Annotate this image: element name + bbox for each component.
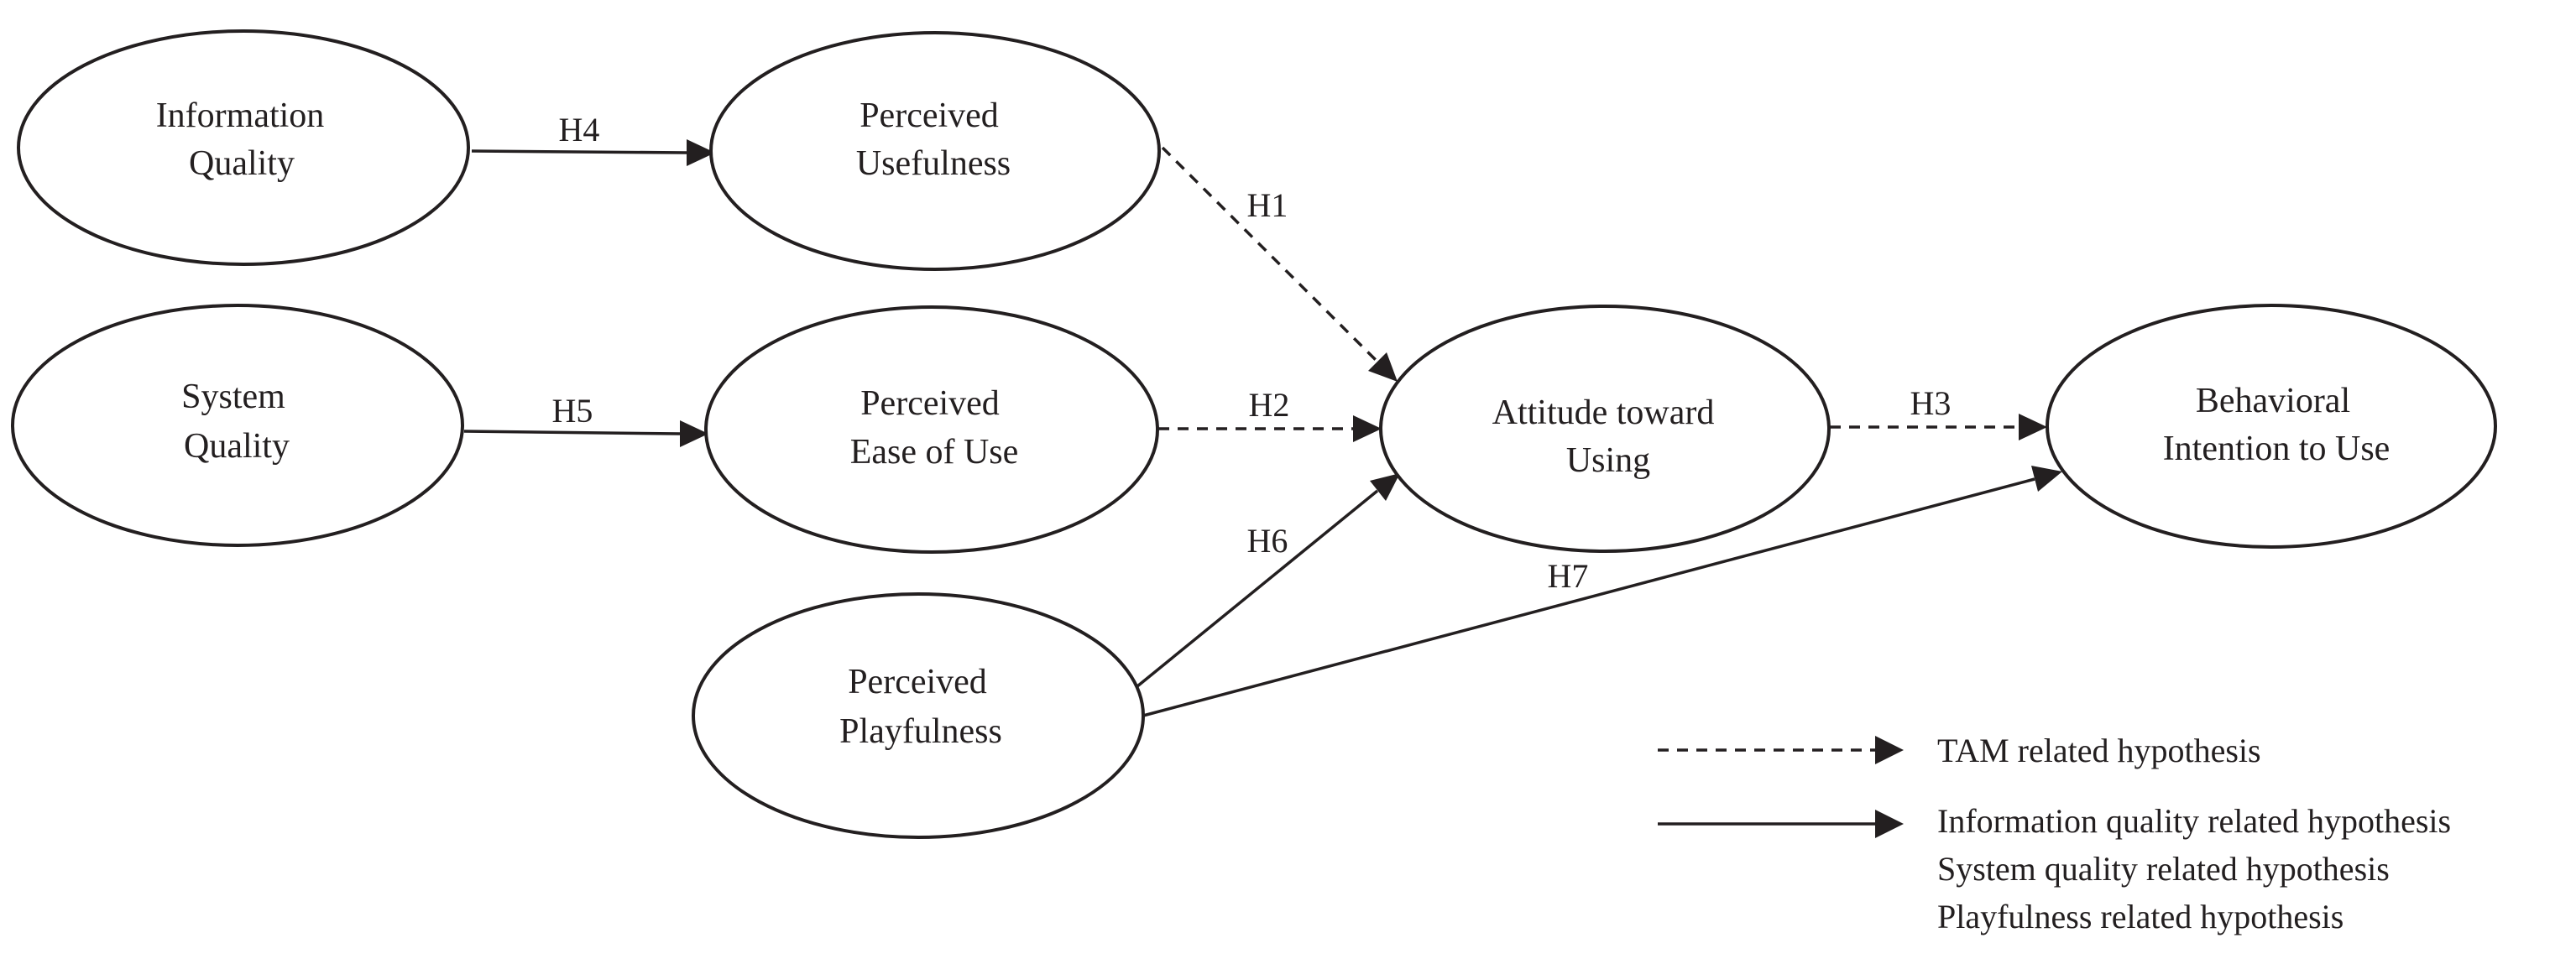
edge-h7: H7 xyxy=(1142,466,2062,717)
node-perceived-ease-of-use: Perceived Ease of Use xyxy=(704,305,1159,554)
legend-solid-arrowhead xyxy=(1875,810,1904,838)
node-perceived-playfulness: Perceived Playfulness xyxy=(692,592,1145,839)
edge-h5-line xyxy=(463,430,681,435)
node-behavioral-intention: Behavioral Intention to Use xyxy=(2046,304,2497,549)
edge-h5-arrowhead xyxy=(680,420,708,447)
edge-h3-label: H3 xyxy=(1910,384,1952,422)
node-attitude-toward-using-ellipse xyxy=(1379,305,1831,553)
edge-h2-label: H2 xyxy=(1249,386,1290,424)
node-attitude-toward-using: Attitude toward Using xyxy=(1379,305,1831,553)
node-information-quality-line-2: Quality xyxy=(189,144,295,183)
edge-h1-arrowhead xyxy=(1368,352,1398,382)
node-perceived-ease-of-use-ellipse xyxy=(704,305,1159,554)
node-system-quality: System Quality xyxy=(11,304,464,547)
legend-dashed-arrowhead xyxy=(1875,736,1904,764)
edge-h6: H6 xyxy=(1136,473,1400,688)
edge-h3: H3 xyxy=(1830,384,2047,440)
node-system-quality-ellipse xyxy=(11,304,464,547)
edge-h6-label: H6 xyxy=(1247,522,1288,560)
edge-h1-label: H1 xyxy=(1247,186,1288,224)
node-attitude-toward-using-line-2: Using xyxy=(1566,441,1650,480)
edge-h4-label: H4 xyxy=(559,111,600,149)
edge-h7-line xyxy=(1142,477,2035,717)
node-information-quality-ellipse xyxy=(17,29,470,266)
node-behavioral-intention-line-1: Behavioral xyxy=(2196,382,2350,420)
edge-h2-arrowhead xyxy=(1353,415,1382,442)
edge-h1: H1 xyxy=(1161,146,1398,382)
node-behavioral-intention-ellipse xyxy=(2046,304,2497,549)
node-attitude-toward-using-line-1: Attitude toward xyxy=(1492,393,1715,432)
legend-solid-label-3: Playfulness related hypothesis xyxy=(1937,898,2343,935)
node-perceived-playfulness-line-1: Perceived xyxy=(848,663,987,701)
node-perceived-usefulness-ellipse xyxy=(709,31,1161,271)
node-behavioral-intention-line-2: Intention to Use xyxy=(2163,430,2391,468)
node-information-quality-line-1: Information xyxy=(156,96,325,135)
node-perceived-usefulness-line-2: Usefulness xyxy=(856,144,1011,183)
edge-h5: H5 xyxy=(463,392,708,447)
node-system-quality-line-1: System xyxy=(181,378,285,416)
node-perceived-playfulness-line-2: Playfulness xyxy=(839,712,1002,751)
edge-h2: H2 xyxy=(1158,386,1382,442)
edge-h4: H4 xyxy=(471,111,715,166)
legend-solid-label-1: Information quality related hypothesis xyxy=(1937,802,2451,840)
edge-h5-label: H5 xyxy=(552,392,593,430)
edge-h4-line xyxy=(471,149,687,154)
node-perceived-usefulness: Perceived Usefulness xyxy=(709,31,1161,271)
edge-h3-arrowhead xyxy=(2019,414,2047,440)
node-perceived-playfulness-ellipse xyxy=(692,592,1145,839)
node-information-quality: Information Quality xyxy=(17,29,470,266)
legend-item-dashed: TAM related hypothesis xyxy=(1658,732,2261,769)
edge-h1-line xyxy=(1161,146,1378,362)
edge-h7-arrowhead xyxy=(2031,466,2062,492)
node-perceived-ease-of-use-line-1: Perceived xyxy=(860,384,1000,423)
node-system-quality-line-2: Quality xyxy=(184,427,290,466)
nodes: Information Quality System Quality Perce… xyxy=(11,29,2497,839)
edge-h4-arrowhead xyxy=(687,139,715,166)
legend-solid-label-2: System quality related hypothesis xyxy=(1937,850,2390,888)
legend-item-solid: Information quality related hypothesis S… xyxy=(1658,802,2451,935)
edge-h6-line xyxy=(1136,489,1379,688)
node-perceived-usefulness-line-1: Perceived xyxy=(860,96,999,135)
legend: TAM related hypothesis Information quali… xyxy=(1658,732,2451,935)
edge-h6-arrowhead xyxy=(1370,473,1400,501)
legend-dashed-label: TAM related hypothesis xyxy=(1937,732,2261,769)
node-perceived-ease-of-use-line-2: Ease of Use xyxy=(850,433,1019,472)
edges: H4 H5 H1 H2 H3 H6 H7 xyxy=(463,111,2062,717)
edge-h7-label: H7 xyxy=(1548,557,1589,595)
